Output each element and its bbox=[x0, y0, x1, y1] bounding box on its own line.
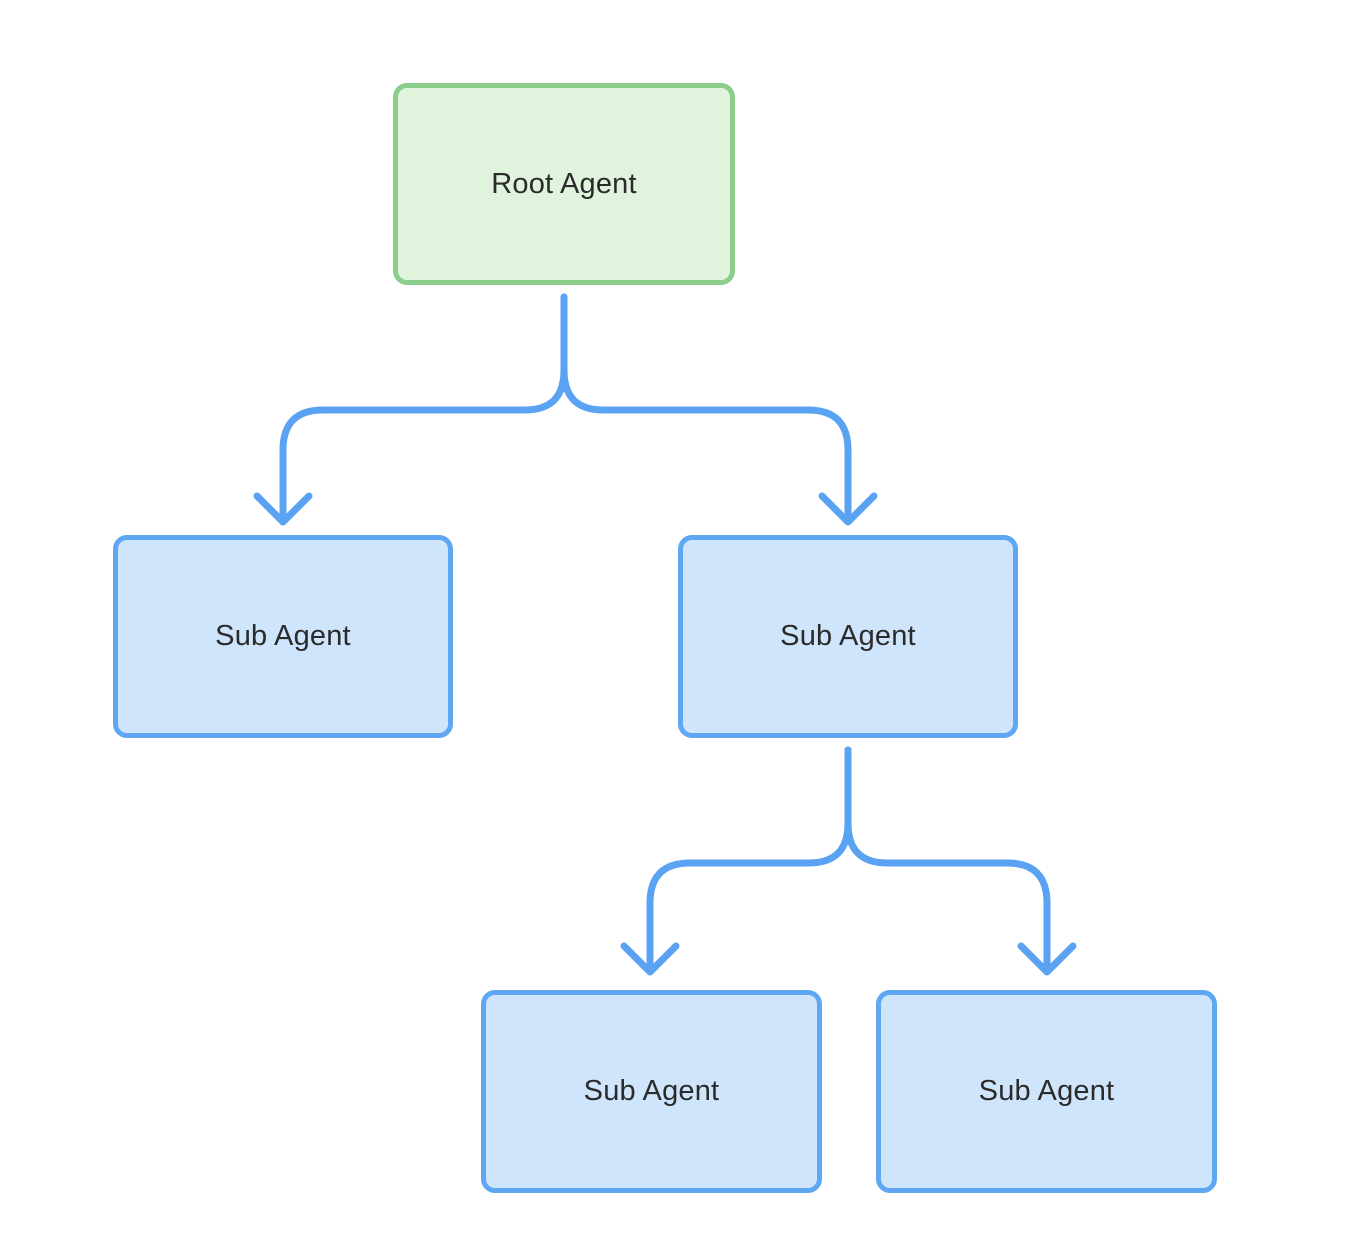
node-sub-agent-right-label: Sub Agent bbox=[780, 620, 916, 652]
edge-sub-right-to-sub-bottom-right bbox=[844, 746, 1051, 972]
edge-root-to-sub-right bbox=[560, 293, 852, 522]
node-sub-agent-bottom-left-label: Sub Agent bbox=[583, 1075, 720, 1107]
node-sub-agent-bottom-right-label: Sub Agent bbox=[978, 1075, 1115, 1107]
arrowhead-icon bbox=[818, 492, 878, 526]
node-sub-agent-bottom-left: Sub Agent bbox=[481, 990, 822, 1193]
node-sub-agent-right: Sub Agent bbox=[678, 535, 1018, 738]
node-sub-agent-left-label: Sub Agent bbox=[215, 620, 351, 652]
node-root-agent-label: Root Agent bbox=[491, 167, 637, 200]
edge-sub-right-to-sub-bottom-left bbox=[646, 746, 852, 972]
node-root-agent: Root Agent bbox=[393, 83, 735, 285]
node-sub-agent-bottom-right: Sub Agent bbox=[876, 990, 1217, 1193]
arrowhead-icon bbox=[1017, 942, 1077, 976]
arrowhead-icon bbox=[620, 942, 680, 976]
node-sub-agent-left: Sub Agent bbox=[113, 535, 453, 738]
arrowhead-icon bbox=[253, 492, 313, 526]
edge-root-to-sub-left bbox=[279, 293, 568, 522]
